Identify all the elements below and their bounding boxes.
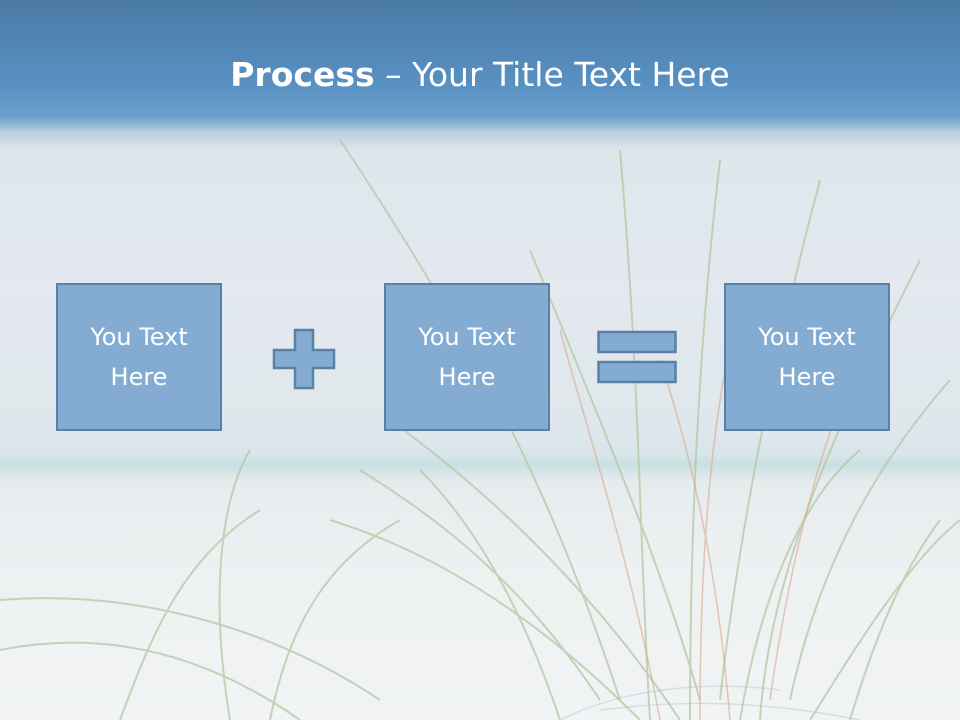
process-box-2: You Text Here [384, 283, 550, 431]
slide-title: Process – Your Title Text Here [0, 52, 960, 98]
plus-icon [272, 328, 336, 390]
process-box-2-label: You Text Here [418, 323, 516, 391]
process-box-3: You Text Here [724, 283, 890, 431]
title-bold-text: Process [230, 55, 375, 94]
title-rest-text: – Your Title Text Here [374, 55, 730, 94]
title-bar [0, 0, 960, 150]
process-box-3-label: You Text Here [758, 323, 856, 391]
process-box-1: You Text Here [56, 283, 222, 431]
process-box-1-label: You Text Here [90, 323, 188, 391]
equals-icon [597, 330, 677, 384]
